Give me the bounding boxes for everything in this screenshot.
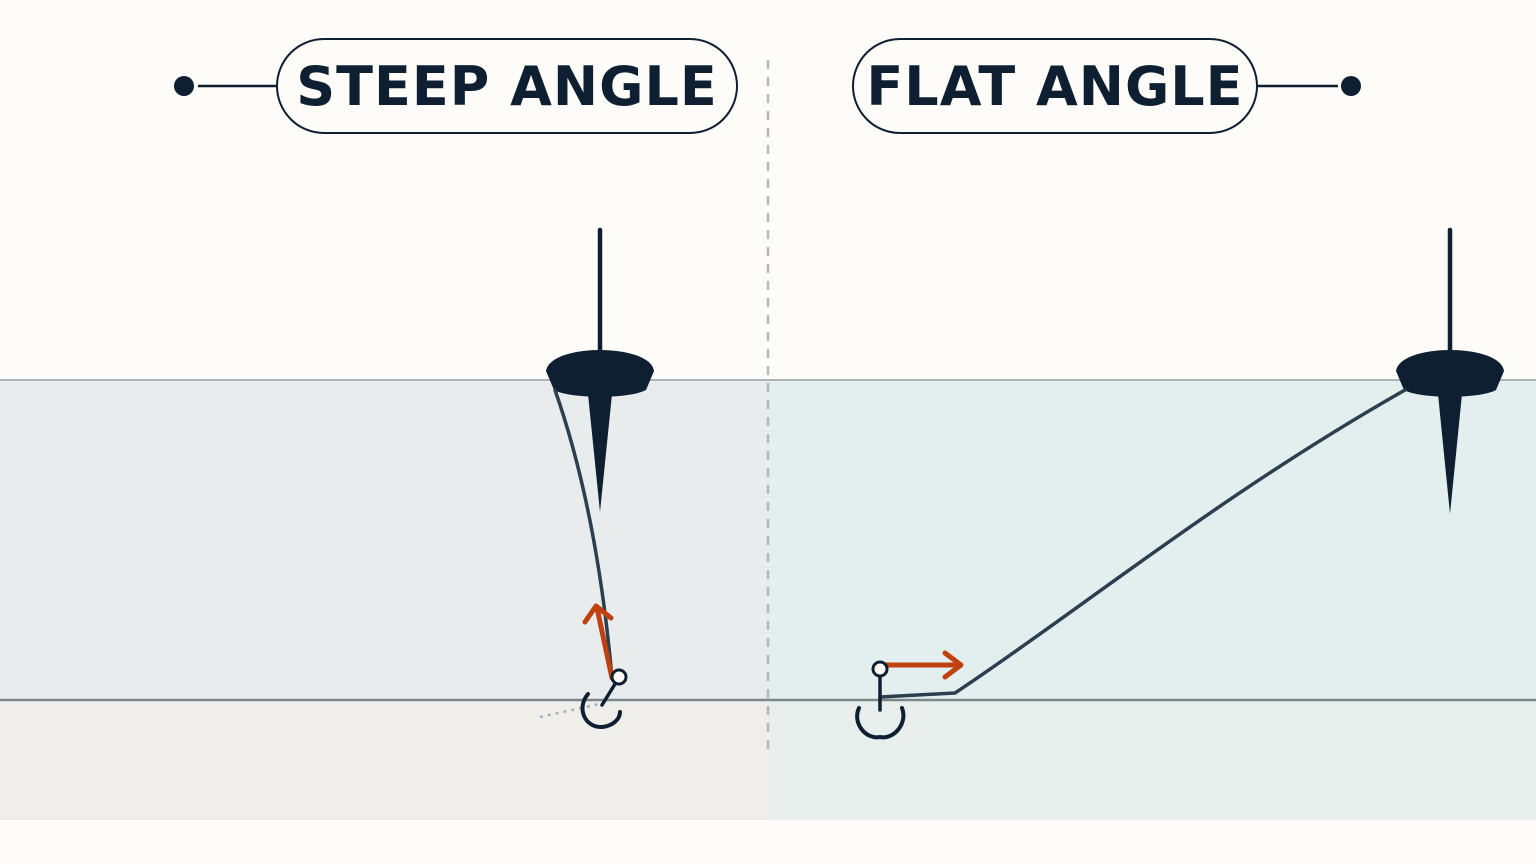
flat-angle-label: FLAT ANGLE	[852, 38, 1258, 134]
slip-float-icon	[1396, 227, 1504, 514]
fishing-line-steep	[553, 388, 614, 680]
pull-arrow-icon	[883, 650, 964, 680]
fishing-line-flat	[878, 388, 1407, 699]
steep-angle-label: STEEP ANGLE	[276, 38, 738, 134]
right-title-connector	[1258, 76, 1361, 96]
left-title-connector	[174, 76, 278, 96]
water-right	[768, 380, 1536, 700]
water-left	[0, 380, 768, 700]
slip-float-icon	[546, 227, 654, 512]
hook-icon	[855, 660, 906, 740]
snag-path-dotted	[539, 701, 605, 719]
bottom-right	[768, 700, 1536, 820]
bottom-left	[0, 700, 768, 820]
hook-icon	[580, 668, 628, 729]
pull-arrow-icon	[582, 603, 615, 681]
